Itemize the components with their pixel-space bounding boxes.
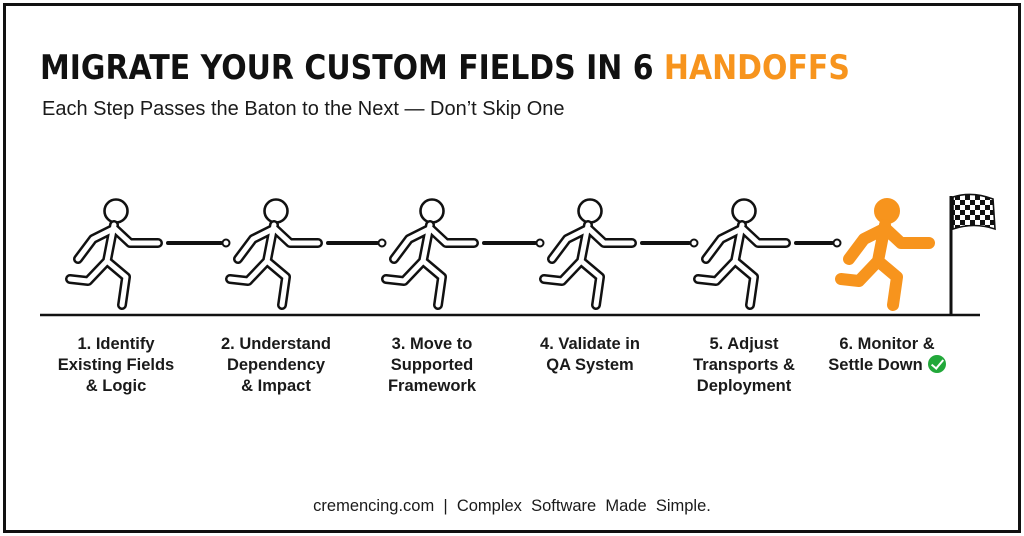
step-label-line: Dependency [226, 356, 326, 374]
title-accent: HANDOFFS [663, 48, 850, 88]
step-label-line: & Impact [241, 377, 311, 395]
baton-icon [640, 238, 699, 248]
running-person-icon [381, 198, 479, 310]
running-person-icon [539, 198, 637, 310]
step-label-line: Supported [390, 356, 474, 374]
step-label-line: 5. Adjust [709, 335, 779, 353]
step-label-line: 4. Validate in [540, 335, 640, 353]
step-label-line: Settle Down [807, 355, 967, 376]
running-person-icon [65, 198, 163, 310]
step-label-line: Framework [387, 377, 477, 395]
step-label-line: Deployment [696, 377, 792, 395]
batons [166, 238, 842, 248]
step-label-line: & Logic [85, 377, 147, 395]
running-person-icon [835, 198, 935, 311]
running-person-icon [225, 198, 323, 310]
step-label-line: 1. Identify [77, 335, 155, 353]
baton-icon [326, 238, 387, 248]
step-label-line: Transports & [693, 356, 795, 374]
step-label: 4. Validate in QA System [510, 334, 670, 376]
page-title: MIGRATE YOUR CUSTOM FIELDS IN 6 HANDOFFS [40, 48, 850, 88]
step-label-line: 3. Move to [391, 335, 473, 353]
runners [65, 198, 935, 311]
check-circle-icon [927, 355, 946, 373]
page-subtitle: Each Step Passes the Baton to the Next —… [42, 98, 565, 120]
diagram-frame [3, 3, 1021, 533]
baton-icon [794, 238, 842, 248]
title-main: MIGRATE YOUR CUSTOM FIELDS IN 6 [40, 48, 664, 88]
baton-icon [482, 238, 545, 248]
checkered-flag-icon [949, 193, 996, 314]
step-label-line: QA System [546, 356, 634, 374]
step-label-line: 6. Monitor & [839, 335, 935, 353]
step-label-line: Existing Fields [57, 356, 175, 374]
step-label-line: 2. Understand [220, 335, 332, 353]
baton-icon [166, 238, 231, 248]
running-person-icon [693, 198, 791, 310]
footer: cremencing.com | Complex Software Made S… [313, 497, 711, 515]
step-label: 6. Monitor & Settle Down [807, 334, 967, 376]
